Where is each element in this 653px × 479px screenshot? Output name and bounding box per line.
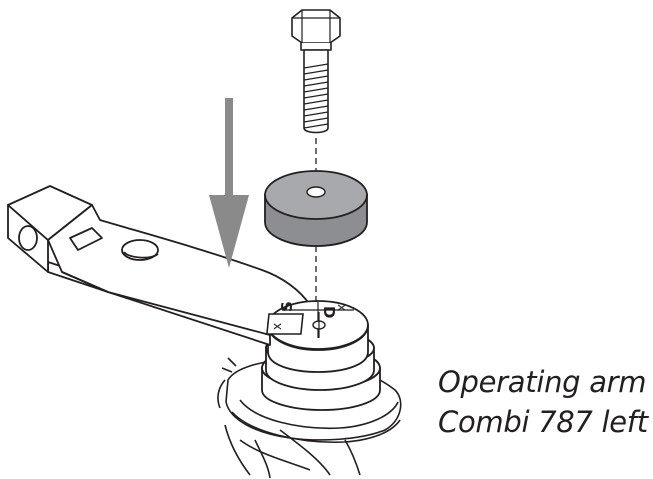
caption: Operating arm Combi 787 left: [438, 362, 648, 442]
bolt-threads: [303, 63, 329, 129]
down-arrow-icon: [209, 98, 249, 268]
marking-x-left: x: [270, 323, 284, 330]
operating-arm: [7, 185, 311, 346]
hub-top: [266, 300, 369, 351]
marking-d: D: [320, 306, 338, 318]
bolt: [291, 9, 341, 134]
hub-markings: S x D x: [270, 301, 349, 330]
rubber-washer: [264, 170, 368, 247]
marking-x-right: x: [335, 304, 349, 311]
caption-line-1: Operating arm: [438, 365, 647, 399]
marking-s: S: [278, 301, 296, 312]
caption-line-2: Combi 787 left: [438, 405, 648, 439]
